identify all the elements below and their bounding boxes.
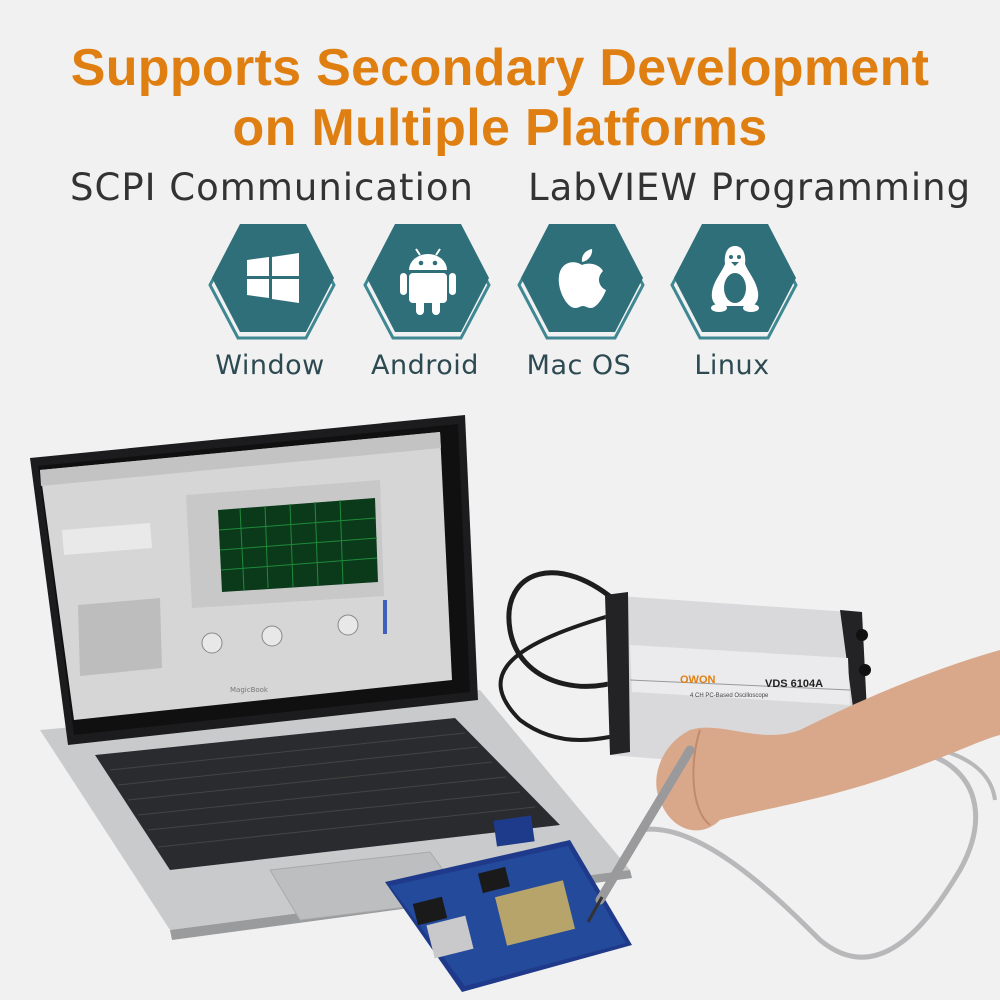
- apple-icon: [517, 224, 645, 340]
- headline-line-1: Supports Secondary Development: [70, 39, 930, 97]
- slider: [383, 600, 387, 634]
- headline: Supports Secondary Development on Multip…: [0, 38, 1000, 158]
- linux-icon: [670, 224, 798, 340]
- oscilloscope-description: 4 CH PC-Based Oscilloscope: [690, 693, 769, 699]
- platform-android: Android: [355, 222, 495, 381]
- platform-linux: Linux: [662, 222, 802, 381]
- side-panel: [78, 598, 162, 676]
- android-icon: [363, 224, 491, 340]
- usb-cable: [506, 570, 642, 689]
- platform-label-windows: Window: [215, 350, 325, 381]
- control-box: [62, 523, 152, 555]
- knob-2: [261, 625, 283, 647]
- headline-line-2: on Multiple Platforms: [232, 99, 768, 157]
- circuit-board: [385, 840, 632, 992]
- oscilloscope: OWON VDS 6104A 4 CH PC-Based Oscilloscop…: [605, 592, 876, 775]
- oscilloscope-brand: OWON: [680, 674, 715, 686]
- keyboard: [95, 718, 560, 870]
- laptop: MagicBook: [30, 415, 632, 940]
- oscilloscope-model: VDS 6104A: [765, 678, 823, 690]
- power-cable: [498, 608, 641, 742]
- platform-macos: Mac OS: [509, 222, 649, 381]
- product-scene: MagicBook OWON VDS 6104A 4 CH PC-Based O…: [30, 415, 1000, 992]
- platform-label-macos: Mac OS: [526, 350, 632, 381]
- scope-graph: [218, 498, 378, 592]
- window-toolbar: [40, 432, 441, 486]
- probe-cable: [639, 748, 979, 960]
- knob-1: [201, 632, 223, 654]
- sticker: [493, 815, 535, 847]
- laptop-brand: MagicBook: [230, 686, 269, 694]
- windows-icon: [208, 224, 336, 340]
- platform-label-linux: Linux: [694, 350, 770, 381]
- hand-with-probe: [586, 650, 1000, 923]
- subtitle-scpi: SCPI Communication: [70, 166, 474, 209]
- probe: [595, 745, 695, 905]
- knob-3: [337, 614, 359, 636]
- platform-windows: Window: [200, 222, 340, 381]
- subtitle-labview: LabVIEW Programming: [528, 166, 972, 209]
- platform-label-android: Android: [371, 350, 479, 381]
